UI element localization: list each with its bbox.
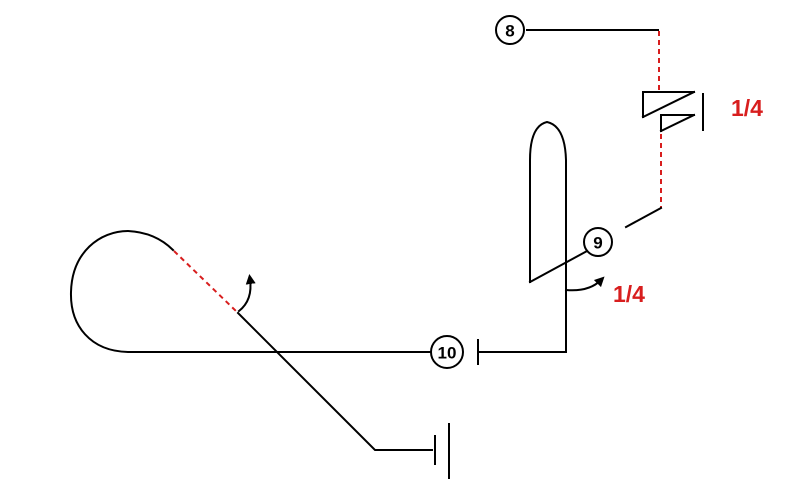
node-8: 8 xyxy=(495,15,525,45)
node-9-label: 9 xyxy=(593,234,602,253)
left-loop-dashed-segment xyxy=(173,250,238,313)
elongated-bight xyxy=(529,120,567,353)
node-9: 9 xyxy=(583,227,613,257)
rotation-arrow-left xyxy=(237,274,256,313)
node-10-label: 10 xyxy=(438,344,457,363)
node-8-label: 8 xyxy=(505,22,514,41)
diagonal-rope xyxy=(236,311,433,451)
short-rope-to-node-9 xyxy=(624,206,663,229)
twist-symbol xyxy=(641,90,704,133)
rotation-arrow-right xyxy=(564,276,605,292)
left-loop xyxy=(69,229,431,353)
upper-fraction-label: 1/4 xyxy=(731,95,763,121)
node-10: 10 xyxy=(430,335,464,369)
lower-fraction-label: 1/4 xyxy=(613,281,645,307)
